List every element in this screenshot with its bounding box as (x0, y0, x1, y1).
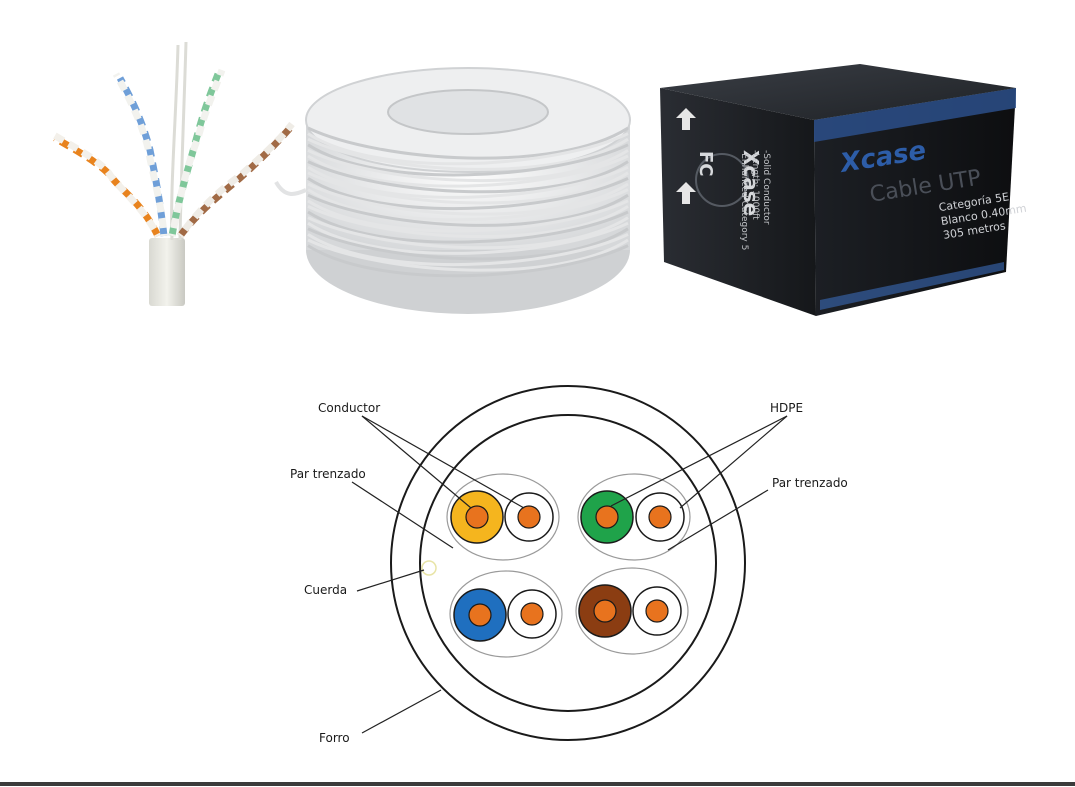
reel-winding (307, 154, 629, 188)
orange-pair (50, 130, 162, 238)
reel-winding (307, 244, 629, 278)
label-par-trenzado-right: Par trenzado (772, 476, 848, 490)
conductor-core (465, 505, 489, 529)
reel-winding (307, 160, 629, 194)
box-side-mark: FC (695, 151, 716, 177)
label-hdpe: HDPE (770, 401, 803, 415)
reel-winding (307, 205, 629, 239)
cable-coil-graphic (695, 153, 749, 207)
box-side-line-1: -Solid Conductor (761, 150, 771, 225)
arrow-up-icon (676, 182, 696, 204)
reel-winding (307, 193, 629, 227)
inner-jacket-ring (419, 414, 717, 712)
cable-cross-section-diagram: Conductor HDPE Par trenzado Par trenzado… (290, 385, 848, 745)
conductor-core (468, 603, 492, 627)
reel-windings (307, 126, 629, 278)
reel-winding (307, 149, 629, 183)
reel-winding (307, 143, 629, 177)
reel-winding (307, 238, 629, 272)
reel-winding (307, 216, 629, 250)
reel-winding (307, 126, 629, 160)
box-side-brand: Xcase (739, 150, 763, 216)
leader-lines (351, 415, 788, 734)
label-conductor: Conductor (318, 401, 380, 415)
cable-reel-photo (274, 67, 631, 314)
reel-winding (307, 199, 629, 233)
reel-winding (307, 188, 629, 222)
green-pair (168, 68, 226, 237)
reel-winding (307, 132, 629, 166)
reel-winding (307, 171, 629, 205)
reel-winding (307, 221, 629, 255)
box-side-line-2: -Length: 1000ft (750, 150, 760, 220)
reel-winding (307, 182, 629, 216)
conductor-core (648, 505, 672, 529)
conductor-core (595, 505, 619, 529)
twisted-pair-brown (575, 567, 689, 655)
reel-winding (307, 227, 629, 261)
cable-tail (274, 180, 307, 196)
twisted-pair-green (577, 473, 691, 561)
box-side-line-3: -Enhanced Category 5 (739, 150, 749, 250)
cable-jacket (149, 238, 185, 306)
cable-end-photo (50, 41, 295, 306)
conductor-core (520, 602, 544, 626)
ripcord-circle (421, 560, 437, 576)
label-par-trenzado-left: Par trenzado (290, 467, 366, 481)
conductor-core (645, 599, 669, 623)
reel-winding (307, 233, 629, 267)
conductor-core (517, 505, 541, 529)
bottom-divider (0, 782, 1075, 786)
label-cuerda: Cuerda (304, 583, 347, 597)
twisted-pair-blue (449, 570, 563, 658)
reel-winding (307, 177, 629, 211)
label-forro: Forro (319, 731, 350, 745)
reel-winding (307, 165, 629, 199)
twisted-pair-orange (446, 473, 560, 561)
brown-pair (177, 121, 295, 239)
conductor-core (593, 599, 617, 623)
reel-winding (307, 210, 629, 244)
blue-pair (112, 72, 168, 237)
reel-winding (307, 137, 629, 171)
cable-box-photo: FC Xcase -Solid Conductor -Length: 1000f… (660, 64, 1027, 316)
arrow-up-icon (676, 108, 696, 130)
